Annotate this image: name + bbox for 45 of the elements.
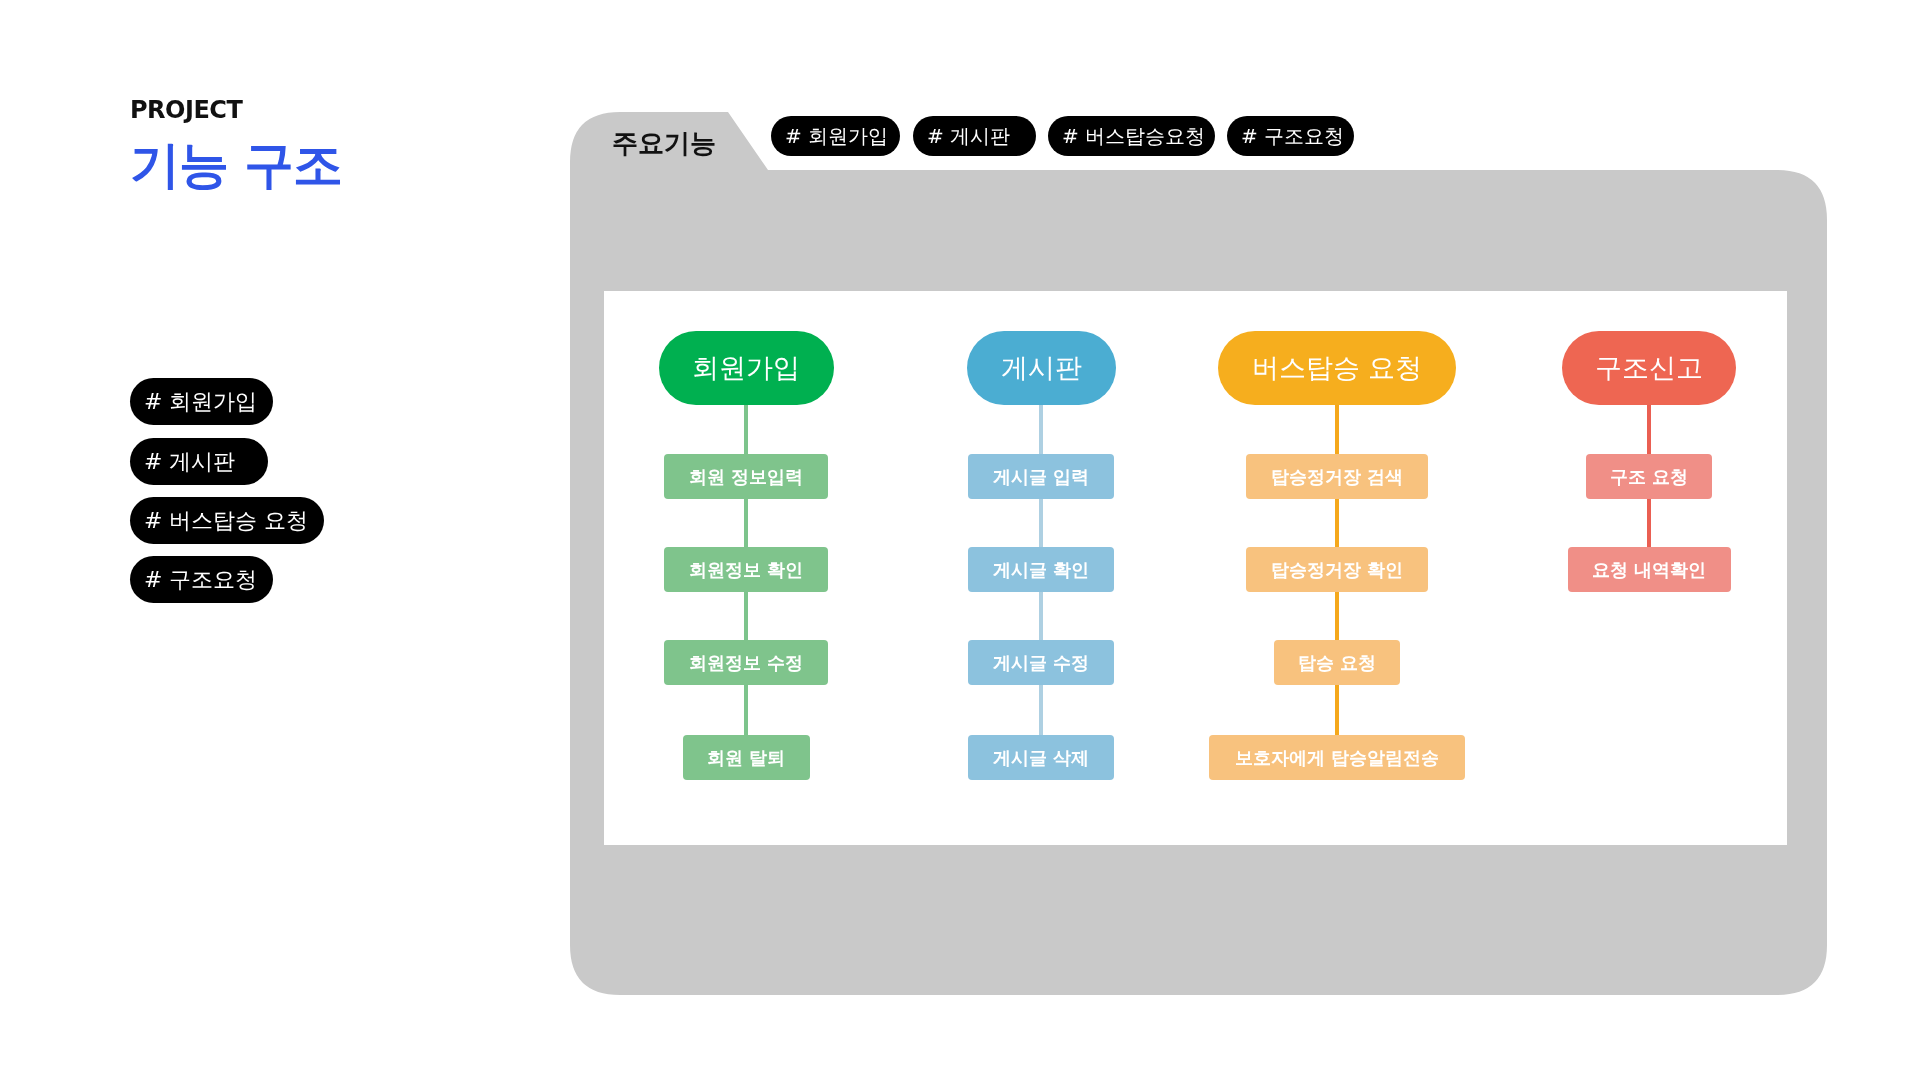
feature-box: 게시글 입력 xyxy=(968,454,1114,499)
folder-panel xyxy=(570,112,1827,995)
connector-line xyxy=(744,685,748,735)
hashtag-chip: # 게시판 xyxy=(913,116,1036,156)
feature-box: 게시글 수정 xyxy=(968,640,1114,685)
connector-line xyxy=(1039,499,1043,547)
feature-box: 회원정보 수정 xyxy=(664,640,828,685)
category-pill: 회원가입 xyxy=(658,331,834,405)
connector-line xyxy=(1335,405,1339,454)
eyebrow-label: PROJECT xyxy=(130,96,243,124)
feature-box: 탑승정거장 검색 xyxy=(1246,454,1428,499)
feature-box: 요청 내역확인 xyxy=(1567,547,1731,592)
hashtag-chip: # 구조요청 xyxy=(130,556,273,603)
feature-box: 게시글 확인 xyxy=(968,547,1114,592)
content-panel xyxy=(604,291,1787,845)
hashtag-chip: # 버스탑승요청 xyxy=(1048,116,1215,156)
feature-box: 게시글 삭제 xyxy=(968,735,1114,780)
hashtag-chip: # 회원가입 xyxy=(130,378,273,425)
feature-box: 탑승 요청 xyxy=(1274,640,1400,685)
connector-line xyxy=(1039,405,1043,454)
feature-box: 보호자에게 탑승알림전송 xyxy=(1209,735,1465,780)
hashtag-chip: # 버스탑승 요청 xyxy=(130,497,324,544)
hashtag-chip: # 게시판 xyxy=(130,438,268,485)
hashtag-chip: # 회원가입 xyxy=(771,116,900,156)
connector-line xyxy=(744,405,748,454)
feature-box: 회원 탈퇴 xyxy=(682,735,810,780)
connector-line xyxy=(1647,405,1651,454)
connector-line xyxy=(1647,499,1651,547)
feature-box: 회원 정보입력 xyxy=(664,454,828,499)
connector-line xyxy=(1335,685,1339,735)
connector-line xyxy=(1039,685,1043,735)
category-pill: 버스탑승 요청 xyxy=(1218,331,1456,405)
connector-line xyxy=(744,592,748,640)
feature-box: 구조 요청 xyxy=(1586,454,1712,499)
category-pill: 게시판 xyxy=(966,331,1116,405)
page-title: 기능 구조 xyxy=(130,135,343,196)
hashtag-chip: # 구조요청 xyxy=(1227,116,1354,156)
tab-label: 주요기능 xyxy=(612,127,716,160)
feature-box: 회원정보 확인 xyxy=(664,547,828,592)
connector-line xyxy=(744,499,748,547)
connector-line xyxy=(1039,592,1043,640)
connector-line xyxy=(1335,592,1339,640)
category-pill: 구조신고 xyxy=(1562,331,1736,405)
connector-line xyxy=(1335,499,1339,547)
feature-box: 탑승정거장 확인 xyxy=(1246,547,1428,592)
